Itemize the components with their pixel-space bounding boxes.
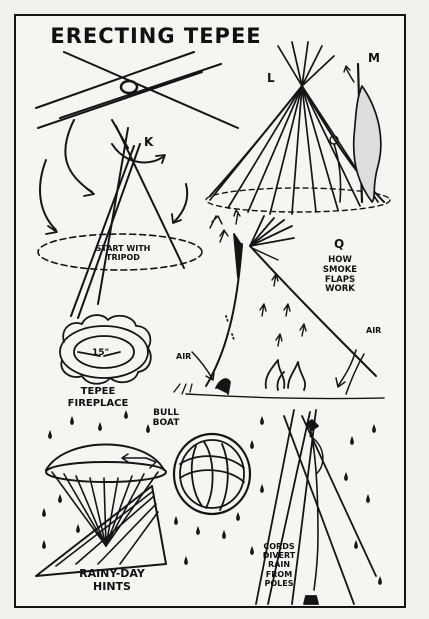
- rain-cord: [307, 419, 319, 591]
- label-l: L: [267, 71, 275, 85]
- tripod-drawing: [35, 51, 239, 319]
- motion-arrow: [39, 159, 57, 231]
- pole: [37, 71, 203, 129]
- caption-line: RAINY-DAY: [79, 567, 145, 580]
- caption-line: BULL: [153, 408, 179, 418]
- fireplace-caption: TEPEE FIREPLACE: [50, 386, 146, 409]
- lashing-knot: [119, 79, 139, 95]
- start-with-tripod-caption: START WITH TRIPOD: [86, 244, 160, 262]
- caption-line: HOW: [328, 255, 352, 265]
- caption-line: POLES: [264, 578, 294, 588]
- illustration-sheet: ERECTING TEPEE K L M Q START WITH TRIPOD…: [14, 14, 406, 608]
- label-k: K: [144, 135, 154, 149]
- folded-cover: [352, 85, 382, 203]
- smoke-arrow: [209, 215, 223, 229]
- air-label-left: AIR: [176, 352, 192, 361]
- pole: [59, 63, 222, 119]
- caption-line: HINTS: [93, 579, 131, 593]
- caption-line: RAIN: [267, 560, 291, 570]
- rainy-day-caption: RAINY-DAY HINTS: [64, 567, 160, 593]
- label-m: M: [368, 51, 380, 65]
- tepee-cover: [35, 485, 167, 577]
- air-label-right: AIR: [366, 326, 382, 335]
- ground-circle: [37, 233, 203, 271]
- bull-boat-drawing: [121, 432, 252, 516]
- motion-arrow: [173, 183, 189, 223]
- smoke-flaps-caption: HOW SMOKE FLAPS WORK: [314, 255, 366, 295]
- caption-line: SMOKE: [322, 264, 358, 275]
- caption-line: WORK: [325, 284, 355, 295]
- caption-line: BOAT: [152, 418, 180, 429]
- caption-line: CORDS: [263, 542, 295, 551]
- fire-flames: [264, 359, 306, 391]
- rain-bucket: [303, 595, 319, 605]
- caption-line: START WITH: [95, 244, 151, 253]
- tepee-door: [215, 378, 231, 395]
- label-q: Q: [334, 237, 345, 251]
- raindrops: [42, 410, 382, 585]
- grass: [173, 383, 193, 395]
- cords-caption: CORDS DIVERT RAIN FROM POLES: [256, 542, 302, 588]
- page-title: ERECTING TEPEE: [50, 24, 262, 48]
- air-arrow: [191, 351, 213, 379]
- rain-shield-drawing: [35, 443, 167, 577]
- illustration-art: [35, 41, 391, 605]
- motion-arrow: [111, 143, 165, 164]
- smoke-flaps-drawing: [173, 209, 385, 400]
- pole: [35, 51, 195, 109]
- caption-line: FROM: [265, 569, 293, 579]
- caption-line: DIVERT: [262, 551, 296, 561]
- ground-circle: [205, 187, 391, 213]
- person: [329, 135, 339, 145]
- motion-arrow: [64, 119, 93, 193]
- bull-boat-caption: BULL BOAT: [146, 408, 186, 429]
- umbrella-cover: [45, 443, 165, 471]
- fireplace-size-label: 15": [92, 348, 110, 358]
- air-arrow: [337, 349, 357, 387]
- caption-line: FIREPLACE: [67, 397, 129, 409]
- pole-frame-drawing: [205, 41, 391, 215]
- cords-drawing: [255, 409, 377, 605]
- smoke-flap: [233, 233, 243, 279]
- fireplace-drawing: [59, 314, 152, 385]
- caption-line: TEPEE: [80, 386, 116, 397]
- caption-line: FLAPS: [324, 274, 356, 285]
- caption-line: TRIPOD: [106, 253, 140, 263]
